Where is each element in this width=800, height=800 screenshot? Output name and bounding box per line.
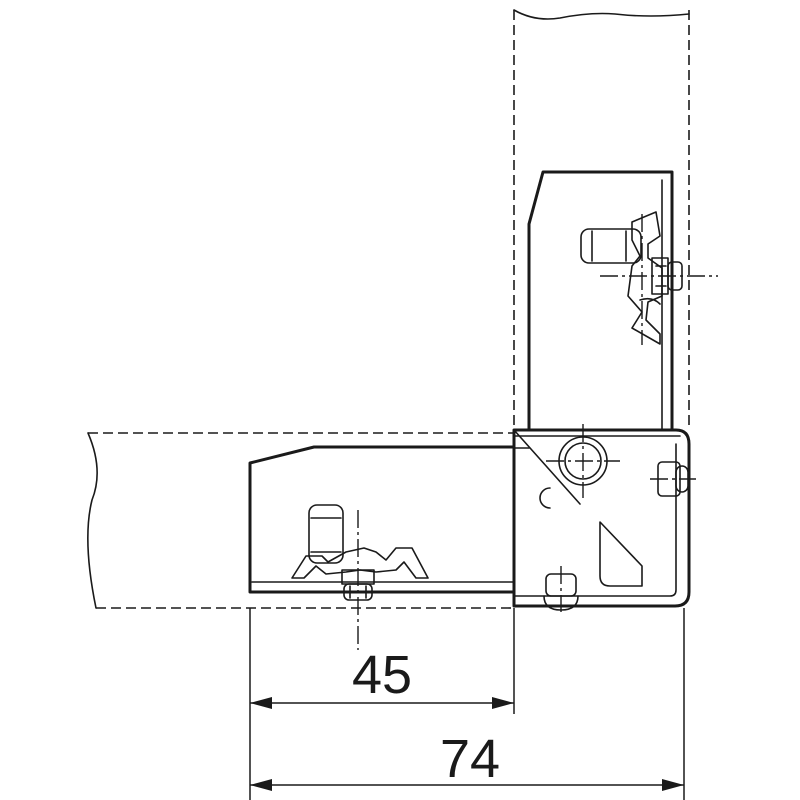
- horizontal-clamp-bolt: [291, 504, 429, 601]
- dimension-74-label: 74: [440, 729, 500, 789]
- horizontal-channel-outline: [87, 432, 514, 609]
- vertical-bracket-leg: [527, 170, 718, 432]
- dimension-45-label: 45: [352, 645, 412, 705]
- dimension-45: 45: [250, 645, 514, 709]
- extension-lines: [249, 608, 685, 800]
- horizontal-bracket-leg: [248, 445, 516, 650]
- corner-block: [512, 424, 696, 612]
- dimension-74: 74: [250, 729, 684, 791]
- vertical-channel-outline: [513, 9, 690, 430]
- vertical-clamp-bolt: [580, 211, 683, 345]
